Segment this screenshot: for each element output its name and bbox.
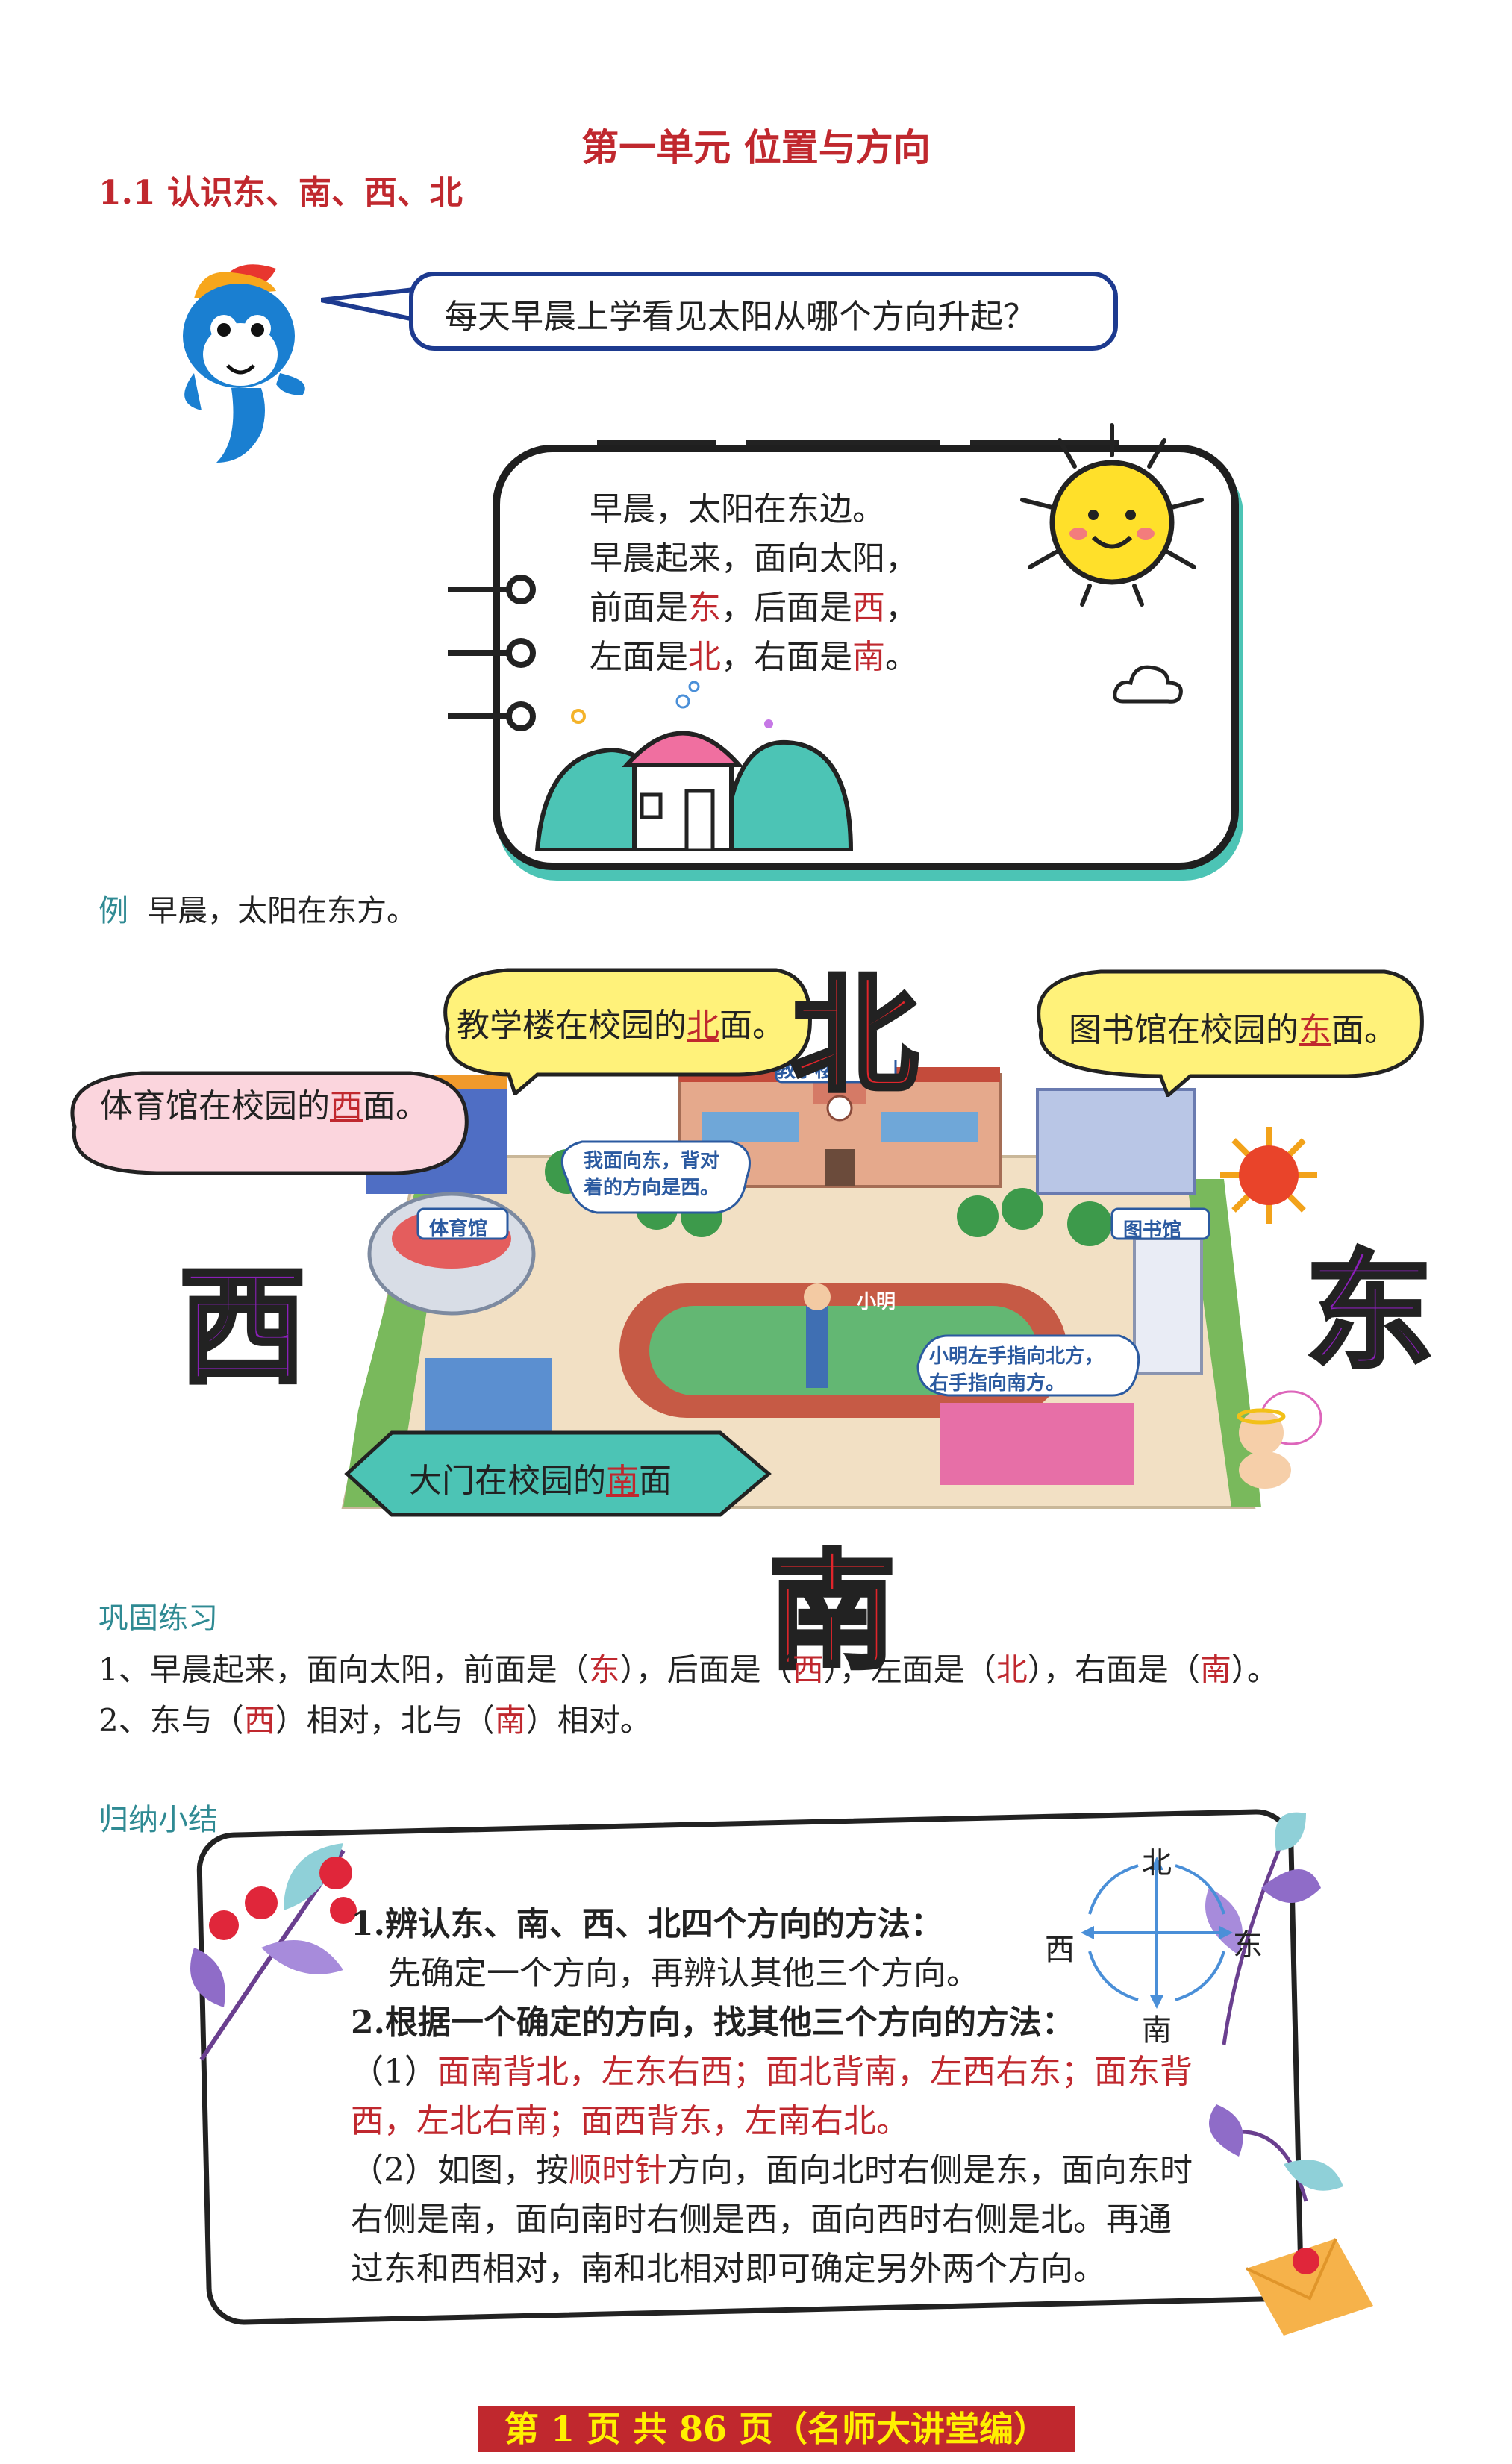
teaching-callout xyxy=(443,968,812,1095)
teaching-callout-text: 教学楼在校园的北面。 xyxy=(457,1007,785,1045)
direction-south: 南 xyxy=(766,1536,898,1689)
summary-point-2b-line1: （2）如图，按顺时针方向，面向北时右侧是东，面向东时 xyxy=(351,2151,1193,2189)
summary-point-2a-line1: （1）面南背北，左东右西；面北背南，左西右东；面东背 xyxy=(351,2053,1193,2091)
angel-icon xyxy=(1237,1390,1322,1489)
summary-point-2a-line2: 西，左北右南；面西背东，左南右北。 xyxy=(351,2102,909,2140)
dolphin-mascot-icon xyxy=(183,264,305,463)
page-title: 第一单元 位置与方向 xyxy=(581,125,931,169)
sign-library: 图书馆 xyxy=(1123,1219,1182,1242)
berry-branch-icon xyxy=(190,1843,357,2061)
compass-south-label: 南 xyxy=(1142,2013,1172,2048)
divider xyxy=(746,440,940,445)
gym-callout-text: 体育馆在校园的西面。 xyxy=(100,1087,428,1125)
leaf-sprig-icon xyxy=(1205,1812,1321,2045)
boy-speech: 我面向东，背对着的方向是西。 xyxy=(584,1150,720,1199)
gate-callout xyxy=(344,1430,772,1517)
gym-callout xyxy=(70,1071,469,1175)
practice-label: 巩固练习 xyxy=(99,1601,218,1636)
divider xyxy=(970,440,1119,445)
practice-q1: 1、早晨起来，面向太阳，前面是（东），后面是（西），左面是（北），右面是（南）。 xyxy=(99,1651,1278,1688)
summary-label: 归纳小结 xyxy=(99,1803,218,1837)
page-footer: 第 1 页 共 86 页（名师大讲堂编） xyxy=(478,2406,1075,2452)
note-line-1: 早晨，太阳在东边。 xyxy=(590,490,885,528)
note-line-3: 前面是东，后面是西， xyxy=(590,589,918,627)
divider xyxy=(597,440,716,445)
question-text: 每天早晨上学看见太阳从哪个方向升起？ xyxy=(445,298,1036,336)
sign-gym: 体育馆 xyxy=(429,1218,488,1240)
direction-west: 西 xyxy=(177,1251,308,1404)
example-text: 早晨，太阳在东方。 xyxy=(148,894,416,928)
house-hills-icon xyxy=(534,681,854,851)
sun-icon xyxy=(1020,423,1204,607)
summary-heading-1: 1.辨认东、南、西、北四个方向的方法： xyxy=(351,1905,943,1943)
summary-point-2b-line3: 过东和西相对，南和北相对即可确定另外两个方向。 xyxy=(351,2250,1106,2288)
library-callout xyxy=(1037,969,1424,1097)
envelope-flower-icon xyxy=(1209,2104,1373,2336)
direction-east: 东 xyxy=(1304,1236,1435,1389)
direction-north: 北 xyxy=(789,960,920,1113)
speech-tail-icon xyxy=(321,287,416,322)
compass-east-label: 东 xyxy=(1233,1928,1263,1963)
question-bubble xyxy=(409,272,1118,351)
summary-point-2b-line2: 右侧是南，面向南时右侧是西，面向西时右侧是北。再通 xyxy=(351,2201,1172,2239)
summary-heading-2: 2.根据一个确定的方向，找其他三个方向的方法： xyxy=(351,2004,1075,2042)
small-sun-icon xyxy=(1220,1127,1317,1224)
example-label: 例 xyxy=(99,894,128,928)
note-line-2: 早晨起来，面向太阳， xyxy=(590,540,918,578)
compass-west-label: 西 xyxy=(1045,1933,1075,1967)
summary-point-1: 先确定一个方向，再辨认其他三个方向。 xyxy=(388,1954,979,1992)
angel-speech: 小明左手指向北方，右手指向南方。 xyxy=(929,1345,1105,1395)
note-line-4: 左面是北，右面是南。 xyxy=(590,638,918,676)
compass-north-label: 北 xyxy=(1142,1846,1172,1880)
campus-map xyxy=(341,1060,1261,1509)
gate-callout-text: 大门在校园的南面 xyxy=(409,1462,672,1500)
notebook-rings-icon xyxy=(448,575,536,731)
boy-name-label: 小明 xyxy=(857,1291,896,1313)
practice-q2: 2、东与（西）相对，北与（南）相对。 xyxy=(99,1702,652,1739)
library-callout-text: 图书馆在校园的东面。 xyxy=(1069,1011,1397,1049)
cloud-icon xyxy=(1113,665,1183,704)
compass-diagram xyxy=(1081,1857,1233,2009)
section-subtitle: 1.1 认识东、南、西、北 xyxy=(99,174,463,212)
